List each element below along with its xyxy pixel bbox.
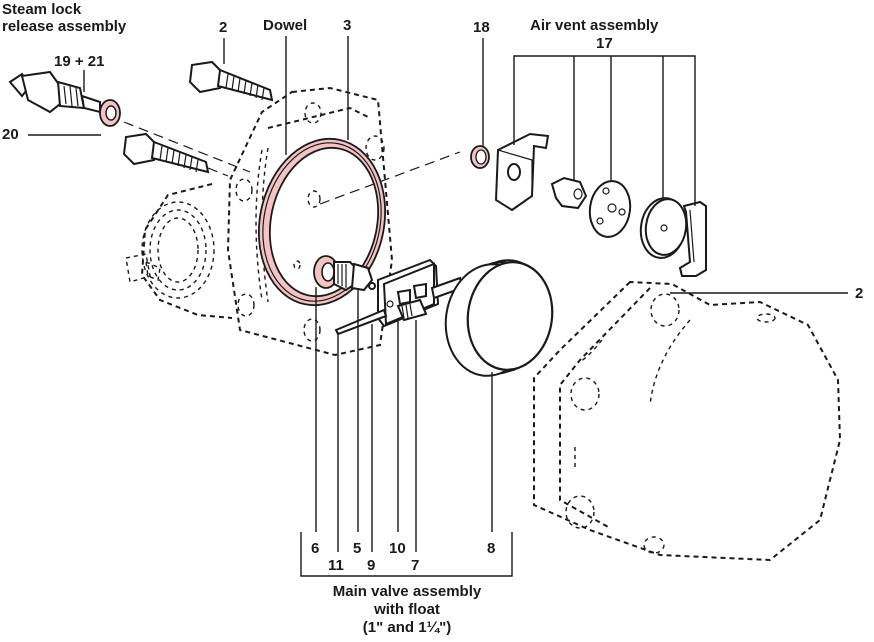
air-vent-cage — [494, 132, 550, 212]
callout-17: 17 — [596, 35, 613, 52]
air-vent-seat-plate — [588, 180, 632, 238]
callout-19-21: 19 + 21 — [54, 53, 105, 70]
air-vent-clip — [678, 200, 707, 277]
callout-9: 9 — [367, 557, 376, 574]
callout-8: 8 — [487, 540, 496, 557]
main-valve-title-line2: with float — [374, 601, 440, 618]
callout-6: 6 — [311, 540, 320, 557]
callout-2-stud: 2 — [219, 19, 228, 36]
callout-3-gasket: 3 — [343, 17, 352, 34]
air-vent-washer-18 — [470, 145, 490, 169]
trap-body-hidden — [533, 280, 842, 562]
stud-middle — [122, 132, 229, 177]
air-vent-title: Air vent assembly — [530, 17, 659, 34]
callout-18: 18 — [473, 19, 490, 36]
callout-20: 20 — [2, 126, 19, 143]
steam-lock-title-line1: Steam lock — [2, 1, 82, 18]
stud-top — [188, 60, 274, 102]
main-valve-seat — [313, 255, 376, 292]
gasket-3 — [257, 137, 461, 307]
stud-lower — [125, 253, 161, 283]
callout-dowel: Dowel — [263, 17, 308, 34]
main-valve-title-line3: (1" and 1¼") — [362, 619, 452, 636]
steam-lock-title-line2: release assembly — [2, 18, 127, 35]
callout-11: 11 — [328, 557, 344, 574]
main-valve-title-line1: Main valve assembly — [332, 583, 482, 600]
steam-lock-release-part — [8, 70, 251, 173]
callout-10: 10 — [389, 540, 406, 557]
valve-lever-mechanism — [334, 258, 464, 336]
air-vent-element — [639, 197, 688, 259]
callout-7: 7 — [411, 557, 420, 574]
leader-lines — [28, 36, 848, 577]
callout-5: 5 — [353, 540, 362, 557]
callout-2-body: 2 — [855, 285, 864, 302]
float-8 — [444, 259, 554, 377]
air-vent-nut — [550, 176, 588, 210]
